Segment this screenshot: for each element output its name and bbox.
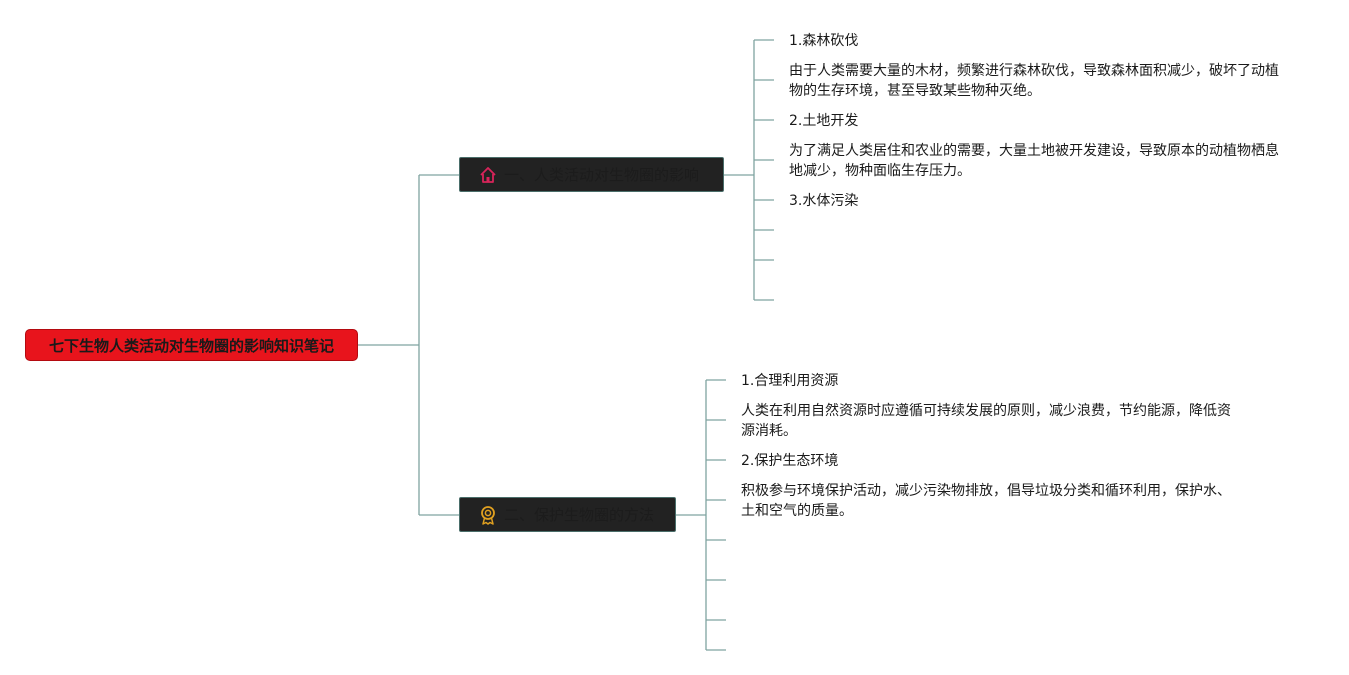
branch-topic-protection-methods[interactable]: 二、保护生物圈的方法 <box>459 497 676 532</box>
subtopic-deforestation[interactable]: 1.森林砍伐 <box>789 33 859 49</box>
subtopic-water-pollution[interactable]: 3.水体污染 <box>789 193 859 209</box>
subtopic-resource-use-detail[interactable]: 人类在利用自然资源时应遵循可持续发展的原则，减少浪费，节约能源，降低资源消耗。 <box>741 403 1231 439</box>
house-icon <box>478 165 498 185</box>
subtopic-land-development-detail[interactable]: 为了满足人类居住和农业的需要，大量土地被开发建设，导致原本的动植物栖息地减少，物… <box>789 143 1279 179</box>
root-topic-label: 七下生物人类活动对生物圈的影响知识笔记 <box>48 336 334 355</box>
subtopic-ecosystem-protection[interactable]: 2.保护生态环境 <box>741 453 839 469</box>
subtopic-deforestation-detail[interactable]: 由于人类需要大量的木材，频繁进行森林砍伐，导致森林面积减少，破坏了动植物的生存环… <box>789 63 1279 99</box>
branch-topic-human-impact[interactable]: 一、人类活动对生物圈的影响 <box>459 157 724 192</box>
subtopic-resource-use[interactable]: 1.合理利用资源 <box>741 373 839 389</box>
branch-topic-label: 二、保护生物圈的方法 <box>504 506 655 524</box>
subtopic-ecosystem-protection-detail[interactable]: 积极参与环境保护活动，减少污染物排放，倡导垃圾分类和循环利用，保护水、土和空气的… <box>741 483 1231 519</box>
branch-topic-label: 一、人类活动对生物圈的影响 <box>504 166 700 184</box>
award-ribbon-icon <box>478 505 498 525</box>
root-topic[interactable]: 七下生物人类活动对生物圈的影响知识笔记 <box>25 329 358 361</box>
subtopic-land-development[interactable]: 2.土地开发 <box>789 113 859 129</box>
